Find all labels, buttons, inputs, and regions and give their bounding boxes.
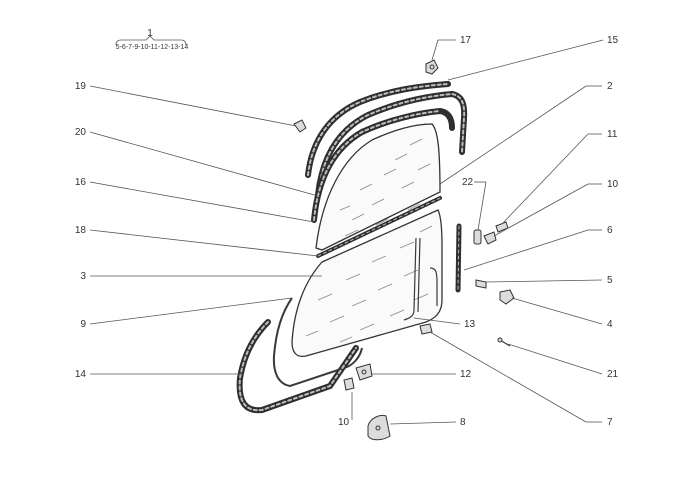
part-4-catch	[499, 289, 515, 305]
callout-3: 3	[80, 271, 86, 282]
part-13-glass-guide	[403, 237, 438, 321]
callout-21: 21	[607, 369, 619, 380]
part-9-left-seal	[272, 297, 363, 388]
part-12-hinge	[355, 363, 373, 381]
callout-9: 9	[80, 319, 86, 330]
part-10-pivot-lower	[343, 377, 355, 391]
callout-14: 14	[75, 369, 87, 380]
callout-6: 6	[607, 225, 613, 236]
callout-13: 13	[464, 319, 476, 330]
leader-lines	[89, 39, 604, 425]
part-5-latch-pin	[475, 279, 487, 289]
part-7-bracket	[419, 323, 433, 335]
part-19-clip	[293, 119, 307, 133]
assembly-components: 5-6-7-9-10-11-12-13-14	[116, 44, 189, 51]
part-21-rivet	[497, 337, 511, 347]
callout-10-bottom: 10	[338, 417, 350, 428]
callout-16: 16	[75, 177, 87, 188]
callout-15: 15	[607, 35, 619, 46]
assembly-number: 1	[147, 28, 153, 39]
callout-18: 18	[75, 225, 87, 236]
callout-11: 11	[607, 129, 618, 140]
part-14-outer-lower-seal	[236, 319, 359, 414]
callout-10-right: 10	[607, 179, 619, 190]
callout-8: 8	[460, 417, 466, 428]
callout-7: 7	[607, 417, 613, 428]
callout-17: 17	[460, 35, 472, 46]
part-22-bracket	[473, 229, 482, 245]
part-16-inner-upper-seal	[311, 107, 455, 223]
part-2-upper-glass	[315, 123, 441, 251]
part-15-upper-outer-seal	[305, 81, 451, 178]
part-8-handle	[367, 415, 391, 441]
callout-20: 20	[75, 127, 87, 138]
callout-5: 5	[607, 275, 613, 286]
assembly-header: 1 5-6-7-9-10-11-12-13-14	[115, 28, 189, 51]
callout-12: 12	[460, 369, 472, 380]
callout-4: 4	[607, 319, 613, 330]
part-18-divider-strip	[316, 196, 442, 258]
callout-2: 2	[607, 81, 613, 92]
part-6-rear-channel	[455, 223, 462, 293]
callout-numbers: 17 15 2 19 20 16 18 3 9 14 22 11 10 6 5 …	[75, 35, 619, 428]
part-17-clip	[425, 59, 439, 75]
callout-22: 22	[462, 177, 474, 188]
assembly-brace	[115, 35, 187, 46]
part-10-pivot-upper	[483, 231, 497, 245]
part-20-upper-frame-channel	[315, 90, 468, 198]
callout-19: 19	[75, 81, 87, 92]
